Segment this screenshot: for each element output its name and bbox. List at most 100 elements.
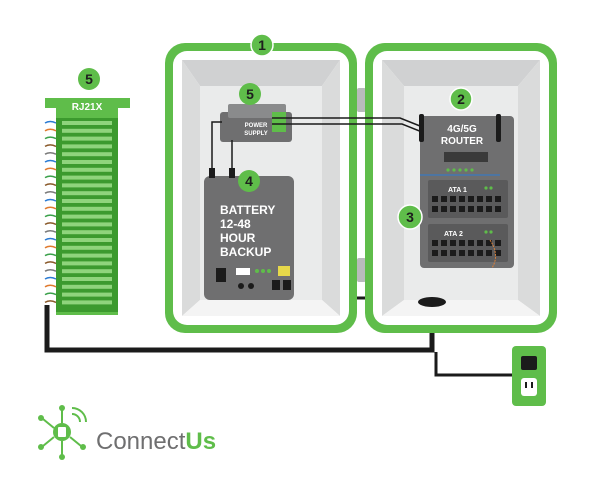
wall-outlet-slot-2 [531,382,533,388]
logo-wordmark-connect: Connect [96,428,186,455]
right-cabinet-bottom-bevel [382,300,540,316]
ata-port [432,206,438,212]
ata-port [468,196,474,202]
power-to-router-cable-2 [272,123,423,133]
rj21x-wire [44,229,57,233]
logo-node-5 [80,444,86,450]
router-unit: 4G/5G ROUTER ATA 1 ATA 2 3 [397,114,514,269]
rj21x-terminal-row [62,144,112,149]
right-cabinet-right-bevel [518,60,540,316]
rj21x-panel: RJ21X 5 [44,68,130,315]
ata-port [468,240,474,246]
ata-port [450,206,456,212]
battery-switch-1 [272,280,280,290]
ata-port [450,240,456,246]
logo-node-1 [59,405,65,411]
rj21x-wire [44,245,57,249]
ata-port [486,196,492,202]
router-antenna-right [496,114,501,142]
router-antenna-left [419,114,424,142]
rj21x-terminal-row [62,245,112,250]
left-cabinet-left-bevel [182,60,200,316]
battery-display [278,266,290,276]
ata-port [441,250,447,256]
connectus-logo-icon [38,405,87,460]
ata-port [486,240,492,246]
logo-wifi-arc-1 [71,413,81,423]
rj21x-wire [44,300,57,304]
rj21x-terminal-row [62,253,112,258]
ata-port [468,250,474,256]
hinge-top [357,88,366,112]
ata-led [484,230,488,234]
callout-5-power-label: 5 [246,86,254,102]
ata-port [432,240,438,246]
callout-5-power [239,83,261,105]
rj21x-wire [44,144,57,148]
callout-3-label: 3 [406,209,414,225]
ata-port [459,196,465,202]
router-label-1: 4G/5G [447,124,477,135]
callout-1-label: 1 [258,37,266,53]
ata-port [432,196,438,202]
rj21x-terminal-row [62,214,112,219]
wall-outlet-slot-1 [525,382,527,388]
ata-led [484,186,488,190]
rj21x-terminal-row [62,191,112,196]
battery-terminal-1 [209,168,215,178]
callout-5-rj21x [78,68,100,90]
left-cabinet-right-bevel [322,60,340,316]
rj21x-wire [44,284,57,288]
ata-led [489,230,493,234]
router-led [458,168,462,172]
callout-2-label: 2 [457,91,465,107]
ata-port [450,250,456,256]
rj21x-wire [44,159,57,163]
ata-port [495,206,501,212]
ata-port [468,206,474,212]
rj21x-terminal-row [62,199,112,203]
rj21x-terminal-row [62,230,112,235]
right-cabinet-left-bevel [382,60,404,316]
rj21x-terminal-row [62,284,112,289]
power-to-router-cable-1 [272,117,421,127]
rj21x-wire [44,175,57,179]
ata-port [441,240,447,246]
battery-usb-port [236,268,250,275]
ata-port [477,196,483,202]
connectus-logo: ConnectUs [38,405,216,460]
rj21x-wire [44,276,57,280]
rj21x-terminal-row [62,222,112,227]
rj21x-wire [44,253,57,257]
ata-port [432,250,438,256]
battery-led-2 [261,269,265,273]
ata-port [486,250,492,256]
battery: BATTERY 12-48 HOUR BACKUP 4 [204,168,294,300]
rj21x-wire [44,206,57,210]
battery-terminal-2 [229,168,235,178]
rj21x-label: RJ21X [72,102,103,113]
rj21x-terminal-row [62,121,112,125]
wall-outlet-icon [512,346,546,406]
callout-1 [250,33,274,57]
router-label-2: ROUTER [441,136,484,147]
ata-port [495,240,501,246]
ata-port [441,196,447,202]
rj21x-terminal-row [62,183,112,188]
rj21x-terminal-row [62,152,112,157]
battery-label-4: BACKUP [220,245,271,259]
rj21x-wire [44,151,57,155]
rj21x-wire [44,190,57,194]
rj21x-wire [44,183,57,187]
logo-node-3 [38,444,44,450]
ata-port [477,240,483,246]
rj21x-terminal-row [62,300,112,305]
rj21x-wire [44,120,57,124]
power-supply-terminals [272,112,286,132]
ata-port [486,206,492,212]
rj21x-terminal-row [62,277,112,281]
power-supply-top [228,104,286,118]
rj21x-terminal-row [62,136,112,141]
ata-port [477,250,483,256]
